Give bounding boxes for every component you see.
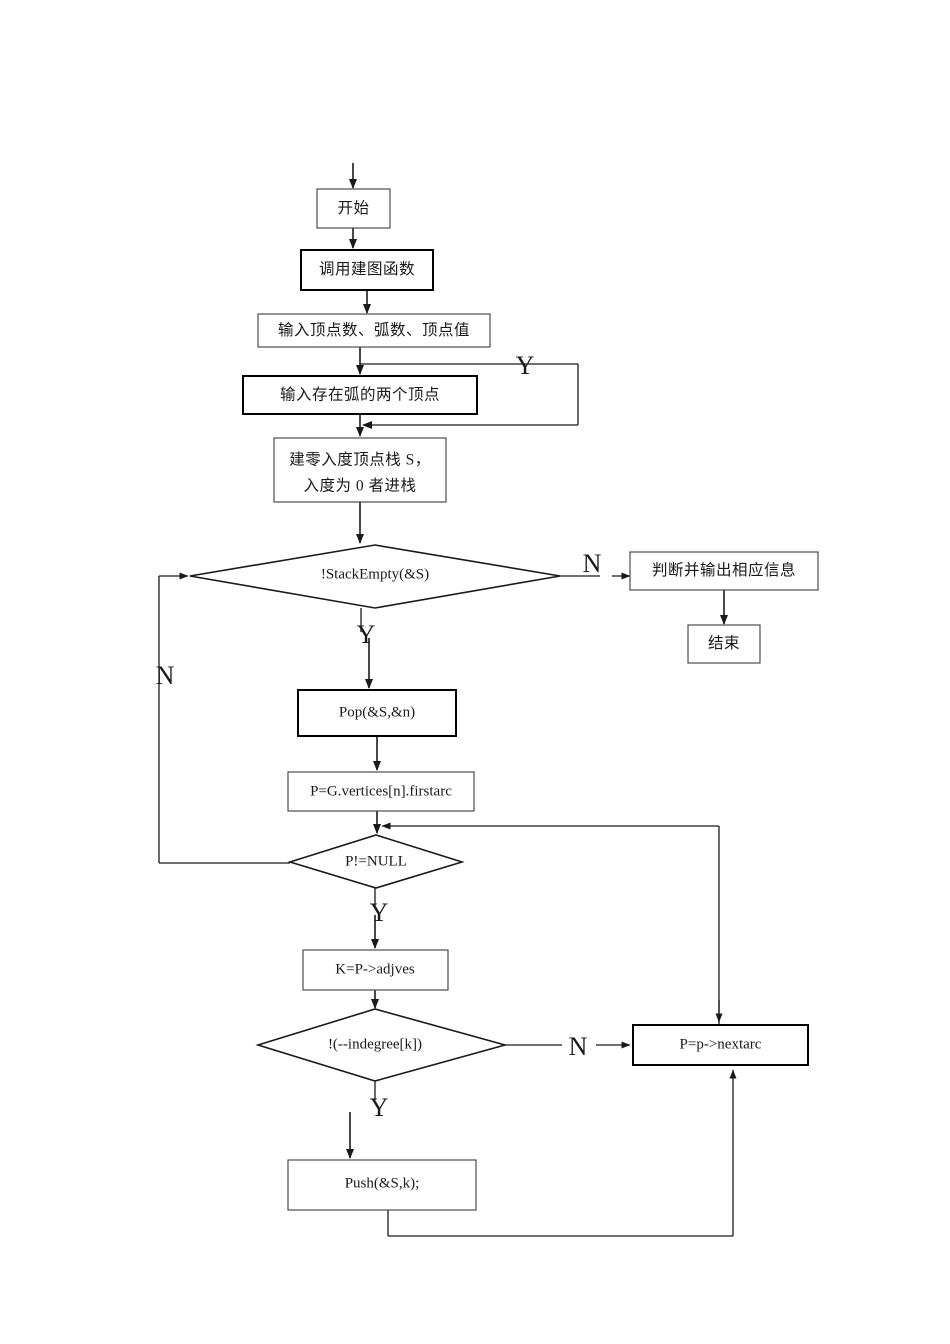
node-judge-output-label: 判断并输出相应信息: [652, 560, 796, 579]
branch-label-indegree-yes: Y: [370, 1093, 389, 1122]
node-build-stack-line1: 建零入度顶点栈 S，: [289, 451, 431, 469]
branch-label-stack-yes: Y: [357, 620, 376, 649]
node-k-adjves: K=P->adjves: [302, 949, 449, 991]
node-next-arc-label: P=p->nextarc: [680, 1036, 762, 1052]
node-p-not-null-label: P!=NULL: [345, 853, 407, 869]
node-input-arc: 输入存在弧的两个顶点: [242, 375, 478, 415]
node-end: 结束: [687, 624, 761, 664]
node-first-arc-label: P=G.vertices[n].firstarc: [310, 783, 452, 799]
node-start-label: 开始: [337, 199, 369, 217]
node-next-arc: P=p->nextarc: [632, 1024, 809, 1066]
node-push: Push(&S,k);: [287, 1159, 477, 1211]
node-input-counts-label: 输入顶点数、弧数、顶点值: [278, 321, 470, 339]
branch-label-pnotnull-no: N: [156, 661, 175, 690]
node-call-build-graph-label: 调用建图函数: [319, 260, 415, 278]
node-pop-label: Pop(&S,&n): [339, 704, 415, 720]
node-p-not-null: P!=NULL: [287, 834, 465, 889]
node-pop: Pop(&S,&n): [297, 689, 457, 737]
node-k-adjves-label: K=P->adjves: [335, 961, 415, 977]
node-push-label: Push(&S,k);: [345, 1175, 420, 1191]
node-build-stack: 建零入度顶点栈 S， 入度为 0 者进栈: [273, 437, 447, 503]
node-judge-output: 判断并输出相应信息: [629, 551, 819, 591]
node-build-stack-line2: 入度为 0 者进栈: [303, 477, 416, 495]
branch-label-stack-no: N: [583, 549, 602, 578]
node-first-arc: P=G.vertices[n].firstarc: [287, 771, 475, 812]
node-stack-not-empty: !StackEmpty(&S): [189, 544, 561, 609]
branch-label-pnotnull-yes: Y: [370, 898, 389, 927]
node-end-label: 结束: [708, 634, 740, 652]
node-indegree-check: !(--indegree[k]): [255, 1008, 508, 1082]
node-input-arc-label: 输入存在弧的两个顶点: [280, 386, 440, 404]
node-indegree-check-label: !(--indegree[k]): [328, 1036, 422, 1052]
node-start: 开始: [316, 188, 391, 229]
branch-label-indegree-no: N: [569, 1032, 588, 1061]
branch-label-input-arc-yes: Y: [516, 351, 535, 380]
node-input-counts: 输入顶点数、弧数、顶点值: [257, 313, 491, 348]
node-stack-not-empty-label: !StackEmpty(&S): [321, 566, 429, 582]
node-call-build-graph: 调用建图函数: [300, 249, 434, 291]
